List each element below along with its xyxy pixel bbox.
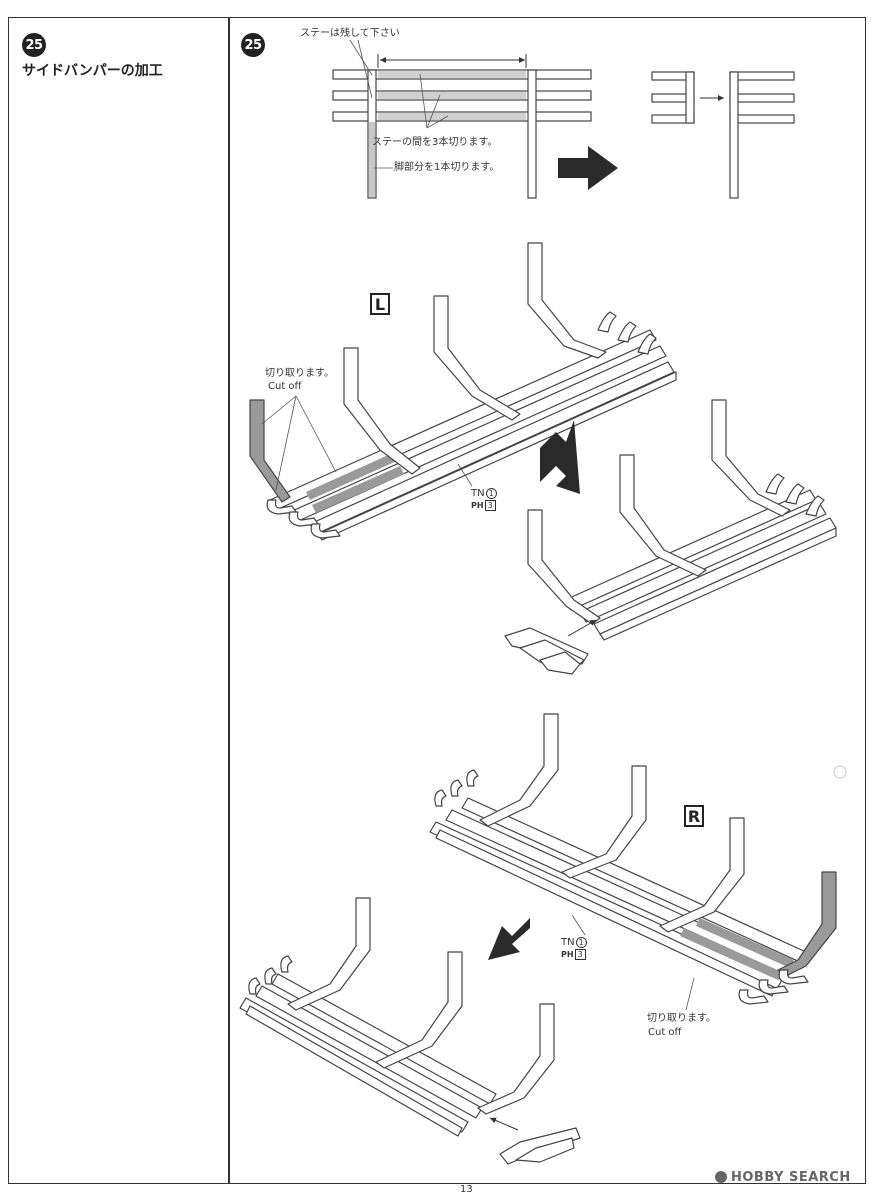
paint-ph-label: PH: [471, 501, 484, 510]
watermark-logo-icon: [715, 1171, 727, 1183]
watermark-text: HOBBY SEARCH: [731, 1170, 851, 1185]
cut-region-middle: [378, 92, 526, 99]
paint-ph-label: PH: [561, 950, 574, 959]
side-label-right: R: [684, 805, 704, 827]
leg-cut-region: [369, 122, 375, 197]
stay-right: [527, 69, 537, 199]
paint-ph-number: 3: [484, 500, 496, 511]
arrow-down-right-icon: [540, 420, 580, 494]
bumper-left-before: [249, 242, 677, 541]
top-bumper-diagram: [332, 39, 592, 199]
note-cutoff-en-left: Cut off: [268, 381, 302, 392]
arrow-down-left-icon: [488, 918, 530, 960]
note-keep-stays: ステーは残して下さい: [300, 28, 400, 39]
paint-tn-number: 1: [575, 937, 587, 948]
cut-stay-pieces: [651, 71, 795, 199]
watermark: HOBBY SEARCH: [715, 1170, 851, 1185]
step-title: サイドバンパーの加工: [22, 63, 163, 79]
paint-tn-label: TN: [561, 937, 575, 948]
instruction-frame: [8, 17, 866, 1184]
paint-tn-number: 1: [485, 488, 497, 499]
page-number: 13: [460, 1184, 473, 1195]
bumper-right-after: [239, 897, 581, 1165]
panel-divider: [228, 17, 230, 1184]
note-cutoff-jp-right: 切り取ります。: [647, 1013, 716, 1024]
paint-tn-label: TN: [471, 488, 485, 499]
note-cutoff-en-right: Cut off: [648, 1027, 682, 1038]
bumper-left-after: [504, 399, 837, 675]
bumper-right-before: [429, 713, 837, 1011]
step-number-badge-left: 25: [22, 33, 46, 57]
cut-region-top: [378, 71, 526, 78]
step-number-badge-right: 25: [241, 33, 265, 57]
arrow-right-icon: [558, 146, 618, 190]
paint-ph-number: 3: [574, 949, 586, 960]
side-label-left: L: [370, 293, 390, 315]
note-cut-between-stays: ステーの間を3本切ります。: [372, 137, 498, 148]
cut-region-bottom: [378, 113, 526, 120]
note-cutoff-jp-left: 切り取ります。: [265, 368, 334, 379]
note-cut-leg: 脚部分を1本切ります。: [394, 162, 500, 173]
